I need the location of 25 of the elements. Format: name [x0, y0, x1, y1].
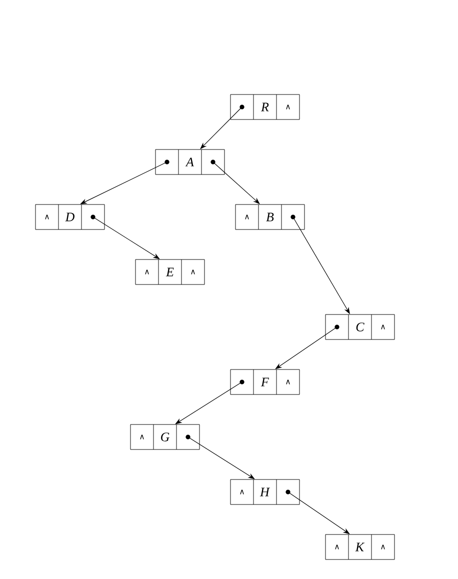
record-box	[235, 204, 305, 230]
record-box	[135, 259, 205, 285]
record-box	[130, 424, 200, 450]
node-label: E	[166, 268, 174, 276]
record-box	[155, 149, 225, 175]
record-box	[230, 479, 300, 505]
arrow	[275, 326, 338, 370]
node-label: D	[65, 212, 74, 222]
record-box	[230, 94, 300, 120]
record-box	[35, 204, 105, 230]
node-label: C	[356, 322, 364, 332]
arrow	[288, 492, 350, 534]
record-box	[325, 314, 395, 340]
arrow	[175, 382, 242, 424]
node-label: G	[161, 432, 170, 442]
arrow	[92, 216, 160, 260]
node-label: B	[266, 212, 274, 222]
node-label: A	[185, 158, 194, 166]
record-box	[325, 534, 395, 560]
node-label: F	[260, 378, 269, 386]
node-label: K	[355, 542, 365, 552]
node-label: R	[260, 102, 269, 112]
arrow	[188, 436, 255, 480]
record-box	[230, 369, 300, 395]
node-label: H	[260, 488, 270, 496]
